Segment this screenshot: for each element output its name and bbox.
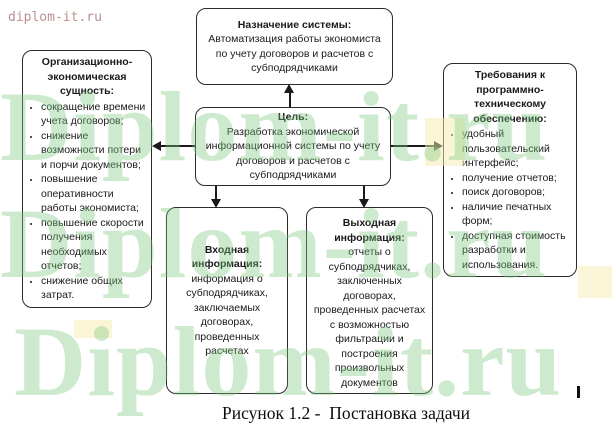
bullet-item: наличие печатных форм; xyxy=(462,200,571,229)
box-output: Выходная информация: отчеты о субподрядч… xyxy=(306,207,433,394)
bullet-item: повышение оперативности работы экономист… xyxy=(41,172,146,216)
box-goal-body: Разработка экономической информационной … xyxy=(205,125,381,182)
bullet-item: снижение общих затрат. xyxy=(41,274,146,303)
bullet-item: повышение скорости получения необходимых… xyxy=(41,216,146,274)
watermark-yellow-patch xyxy=(578,266,612,298)
box-input-body: информация о субподрядчиках, заключаемых… xyxy=(186,272,268,358)
bullet-item: снижение возможности потери и порчи доку… xyxy=(41,129,146,173)
arrow-line xyxy=(363,186,365,200)
arrow-line xyxy=(215,186,217,200)
box-output-title: Выходная информация: xyxy=(334,217,405,244)
box-input-title: Входная информация: xyxy=(191,243,263,271)
text-cursor-mark xyxy=(577,386,580,398)
bullet-item: доступная стоимость разработки и использ… xyxy=(462,229,571,273)
bullet-item: удобный пользовательский интерфейс; xyxy=(462,127,571,171)
bullet-item: получение отчетов; xyxy=(462,171,571,186)
box-purpose-title: Назначение системы: xyxy=(237,18,352,31)
box-requirements-title: Требования к программно-техническому обе… xyxy=(473,69,547,125)
watermark-row-3: Diplom-it.ru xyxy=(14,306,563,417)
arrow-head-up-icon xyxy=(284,84,294,93)
box-purpose-body: Автоматизация работы экономиста по учету… xyxy=(208,33,381,74)
arrow-line xyxy=(159,145,195,147)
box-goal-title: Цель: xyxy=(277,111,309,124)
box-output-body: отчеты о субподрядчиках, заключенных дог… xyxy=(313,246,426,389)
arrow-head-down-icon xyxy=(358,199,369,208)
box-purpose: Назначение системы: Автоматизация работы… xyxy=(196,8,393,85)
arrow-line xyxy=(289,91,291,107)
arrow-head-left-icon xyxy=(152,140,161,151)
box-essence: Организационно-экономическая сущность: с… xyxy=(22,50,152,308)
bullet-item: поиск договоров; xyxy=(462,185,571,200)
box-requirements: Требования к программно-техническому обе… xyxy=(443,63,577,277)
box-essence-title: Организационно-экономическая сущность: xyxy=(41,56,133,97)
box-goal: Цель: Разработка экономической информаци… xyxy=(195,107,391,186)
bullet-item: сокращение времени учета договоров; xyxy=(41,100,146,129)
arrow-head-down-icon xyxy=(210,199,221,208)
arrow-head-right-icon xyxy=(434,140,443,151)
box-input: Входная информация: информация о субподр… xyxy=(166,207,288,394)
site-label: diplom-it.ru xyxy=(8,10,102,25)
watermark-yellow-patch xyxy=(74,320,112,338)
essence-bullet-list: сокращение времени учета договоров;сниже… xyxy=(28,100,146,303)
requirements-bullet-list: удобный пользовательский интерфейс;получ… xyxy=(449,127,571,272)
figure-caption: Рисунок 1.2 - Постановка задачи xyxy=(222,403,470,423)
arrow-line xyxy=(391,145,435,147)
